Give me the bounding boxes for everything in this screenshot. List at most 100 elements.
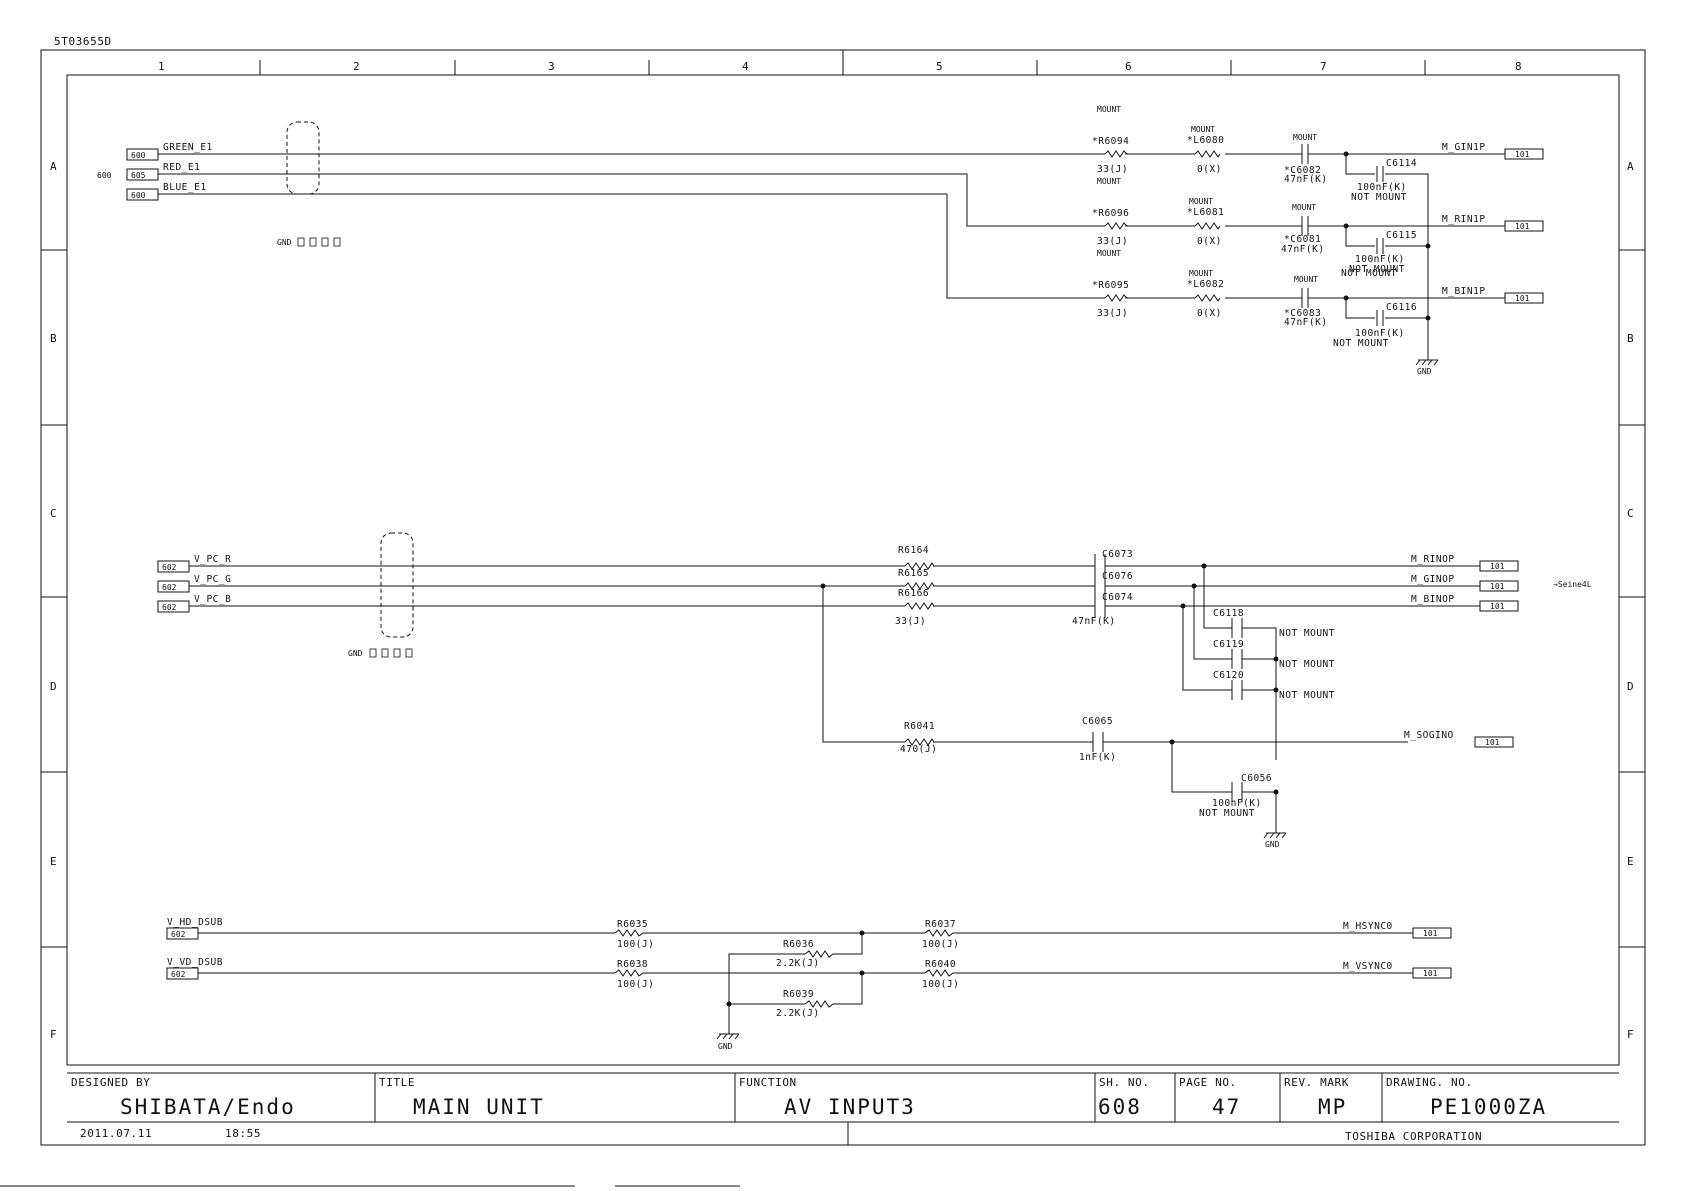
output-net: M_HSYNC0 — [1343, 921, 1393, 932]
capacitor-ref: C6065 — [1082, 716, 1113, 727]
col-label-4: 4 — [742, 60, 749, 73]
resistor-value: 33(J) — [1097, 164, 1128, 175]
resistor-value: 33(J) — [895, 616, 926, 627]
row-label-d-left: D — [50, 680, 57, 693]
not-mount-label: NOT MOUNT — [1351, 192, 1407, 203]
resistor-symbols — [614, 929, 955, 1008]
col-label-3: 3 — [548, 60, 555, 73]
connector-ref: 602 — [162, 563, 177, 572]
resistor-value: 470(J) — [900, 744, 937, 755]
company-name: TOSHIBA CORPORATION — [1345, 1130, 1482, 1143]
resistor-ref: *R6095 — [1092, 280, 1129, 291]
inner-border — [66, 74, 1620, 1066]
net-label: V_HD_DSUB — [167, 917, 223, 928]
drawing-no-label: DRAWING. NO. — [1386, 1076, 1473, 1089]
destination-label: →Seine4L — [1553, 580, 1592, 589]
not-mount-label: NOT MOUNT — [1349, 264, 1405, 275]
capacitor-ref: C6076 — [1102, 571, 1133, 582]
connector-ref: 602 — [162, 583, 177, 592]
document-code: 5T03655D — [54, 35, 112, 48]
shield-outline — [380, 532, 414, 638]
output-port-box — [1504, 148, 1544, 160]
row-label-a-right: A — [1627, 160, 1634, 173]
title-value: MAIN UNIT — [413, 1095, 545, 1119]
capacitor-ref: C6074 — [1102, 592, 1133, 603]
inductor-ref: *L6080 — [1187, 135, 1224, 146]
row-label-f-right: F — [1627, 1028, 1634, 1041]
connector-ref: 602 — [162, 603, 177, 612]
connector-ref: 605 — [131, 171, 146, 180]
col-label-6: 6 — [1125, 60, 1132, 73]
gnd-label: GND — [277, 238, 292, 247]
inductor-ref: *L6081 — [1187, 207, 1224, 218]
connector-ref: 602 — [171, 930, 186, 939]
page-no-label: PAGE NO. — [1179, 1076, 1237, 1089]
net-label: V_PC_B — [194, 594, 231, 605]
resistor-ref: R6039 — [783, 989, 814, 1000]
outer-border — [40, 49, 1646, 1146]
rev-mark-label: REV. MARK — [1284, 1076, 1349, 1089]
mount-label: MOUNT — [1097, 249, 1121, 258]
inductor-value: 0(X) — [1197, 236, 1222, 247]
resistor-value: 33(J) — [1097, 308, 1128, 319]
function-value: AV INPUT3 — [784, 1095, 916, 1119]
output-net: M_BINOP — [1411, 594, 1455, 605]
capacitor-ref: C6119 — [1213, 639, 1244, 650]
not-mount-label: NOT MOUNT — [1199, 808, 1255, 819]
net-label: GREEN_E1 — [163, 142, 213, 153]
row-label-f-left: F — [50, 1028, 57, 1041]
row-label-c-right: C — [1627, 507, 1634, 520]
output-port-ref: 101 — [1490, 602, 1505, 611]
output-port-ref: 101 — [1490, 582, 1505, 591]
resistor-ref: R6037 — [925, 919, 956, 930]
net-label: V_VD_DSUB — [167, 957, 223, 968]
gnd-pin-boxes — [297, 237, 341, 247]
output-net: M_GIN1P — [1442, 142, 1486, 153]
net-label: V_PC_G — [194, 574, 231, 585]
output-port-box — [1479, 600, 1519, 612]
rev-mark-value: MP — [1318, 1095, 1347, 1119]
col-label-5: 5 — [936, 60, 943, 73]
sheet-no-label: SH. NO. — [1099, 1076, 1150, 1089]
output-net: M_SOGINO — [1404, 730, 1454, 741]
not-mount-label: NOT MOUNT — [1279, 628, 1335, 639]
row-label-d-right: D — [1627, 680, 1634, 693]
capacitor-value: 100nF(K) — [1212, 798, 1262, 809]
not-mount-label: NOT MOUNT — [1341, 268, 1397, 279]
gnd-pin-boxes — [369, 648, 413, 658]
col-label-2: 2 — [353, 60, 360, 73]
net-label: BLUE_E1 — [163, 182, 207, 193]
capacitor-ref: C6114 — [1386, 158, 1417, 169]
mount-label: MOUNT — [1189, 269, 1213, 278]
connector-side-ref: 600 — [97, 171, 112, 180]
title-block: DESIGNED BY SHIBATA/Endo TITLE MAIN UNIT… — [67, 1072, 1645, 1146]
capacitor-value: 47nF(K) — [1072, 616, 1116, 627]
capacitor-value: 47nF(K) — [1281, 244, 1325, 255]
ground-symbol — [1263, 832, 1287, 839]
inductor-ref: *L6082 — [1187, 279, 1224, 290]
capacitor-ref: *C6081 — [1284, 234, 1321, 245]
not-mount-label: NOT MOUNT — [1279, 690, 1335, 701]
inductor-value: 0(X) — [1197, 164, 1222, 175]
gnd-text: GND — [718, 1042, 733, 1051]
ground-symbol — [1415, 359, 1439, 366]
output-port-ref: 101 — [1423, 929, 1438, 938]
output-port-box — [1504, 220, 1544, 232]
output-port-box — [1479, 580, 1519, 592]
inductor-value: 0(X) — [1197, 308, 1222, 319]
output-port-ref: 101 — [1515, 150, 1530, 159]
time-stamp: 18:55 — [225, 1127, 261, 1140]
column-ruler — [259, 50, 1426, 75]
resistor-ref: *R6094 — [1092, 136, 1129, 147]
gnd-text: GND — [1265, 840, 1280, 849]
output-net: M_BIN1P — [1442, 286, 1486, 297]
wires — [198, 932, 1413, 1034]
output-port-box — [1479, 560, 1519, 572]
resistor-value: 2.2K(J) — [776, 958, 820, 969]
section-sync: V_HD_DSUB 602 V_VD_DSUB 602 G — [166, 917, 1452, 1051]
capacitor-ref: C6118 — [1213, 608, 1244, 619]
page-no-value: 47 — [1212, 1095, 1241, 1119]
section-pc-inputs: 602 V_PC_R 602 V_PC_G 602 V_PC_B GND — [157, 532, 1592, 849]
capacitor-ref: C6115 — [1386, 230, 1417, 241]
resistor-value: 100(J) — [617, 939, 654, 950]
